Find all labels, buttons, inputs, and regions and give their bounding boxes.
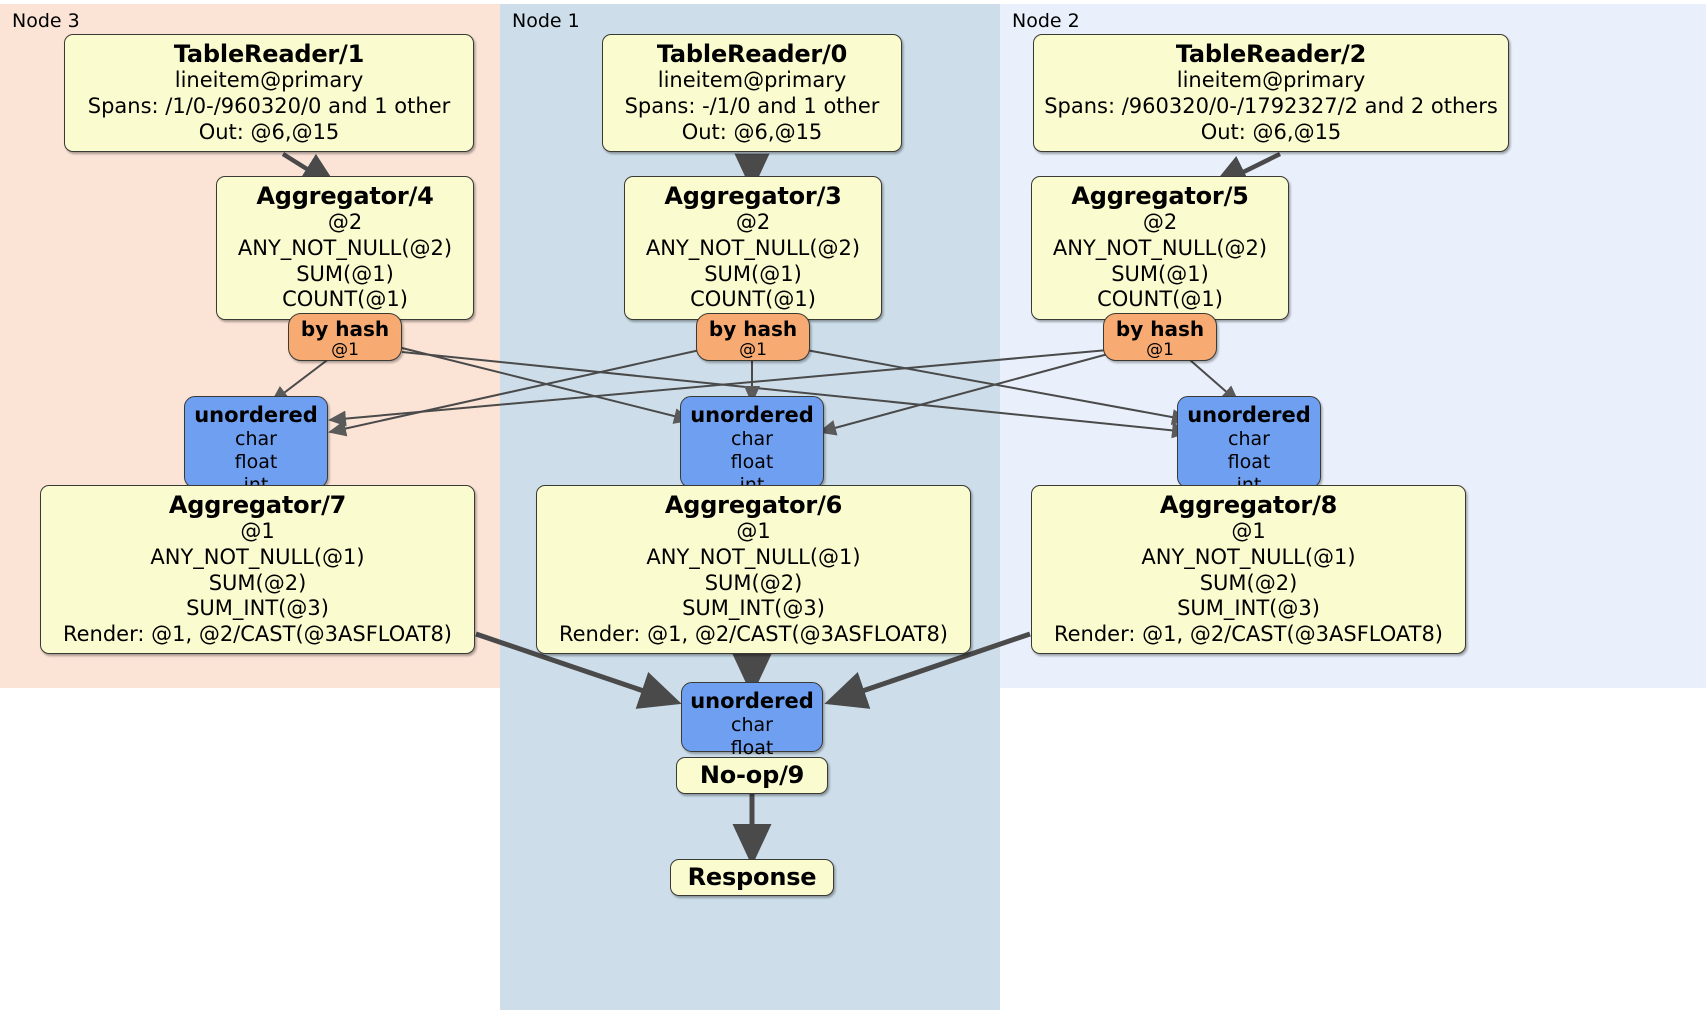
router-by-hash-3[interactable]: by hash @1 [696, 313, 810, 361]
synchronizer-unordered-8-type-1: char [1228, 427, 1270, 450]
node-aggregator-8[interactable]: Aggregator/8 @1 ANY_NOT_NULL(@1) SUM(@2)… [1031, 485, 1466, 655]
aggregator-4-group: @2 [327, 210, 363, 235]
aggregator-7-render: Render: @1, @2/CAST(@3ASFLOAT8) [62, 621, 453, 646]
node-aggregator-7[interactable]: Aggregator/7 @1 ANY_NOT_NULL(@1) SUM(@2)… [40, 485, 475, 655]
router-by-hash-5-type: by hash [1115, 317, 1205, 341]
synchronizer-unordered-final-type-1: char [731, 713, 773, 736]
aggregator-3-title: Aggregator/3 [664, 182, 842, 210]
synchronizer-unordered-7-type: unordered [194, 403, 318, 427]
node-noop-9[interactable]: No-op/9 [676, 757, 828, 795]
synchronizer-unordered-8-type: unordered [1187, 403, 1311, 427]
aggregator-3-func-2: SUM(@1) [704, 261, 802, 286]
synchronizer-unordered-6[interactable]: unordered char float int [680, 396, 824, 496]
router-by-hash-3-column: @1 [739, 340, 767, 360]
aggregator-5-func-2: SUM(@1) [1111, 261, 1209, 286]
aggregator-7-group: @1 [240, 519, 275, 544]
tablereader-1-title: TableReader/1 [173, 40, 365, 68]
router-by-hash-4[interactable]: by hash @1 [288, 313, 402, 361]
panel-node-3-label: Node 3 [12, 10, 80, 32]
synchronizer-unordered-final[interactable]: unordered char float [681, 682, 823, 759]
aggregator-7-func-2: SUM(@2) [208, 570, 307, 595]
aggregator-5-func-3: COUNT(@1) [1097, 287, 1223, 312]
tablereader-0-title: TableReader/0 [656, 40, 848, 68]
tablereader-0-table: lineitem@primary [657, 68, 847, 93]
node-aggregator-4[interactable]: Aggregator/4 @2 ANY_NOT_NULL(@2) SUM(@1)… [216, 176, 474, 320]
aggregator-6-func-1: ANY_NOT_NULL(@1) [646, 544, 861, 569]
synchronizer-unordered-final-type: unordered [690, 689, 814, 713]
synchronizer-unordered-8[interactable]: unordered char float int [1177, 396, 1321, 496]
tablereader-1-table: lineitem@primary [174, 68, 364, 93]
aggregator-4-func-3: COUNT(@1) [282, 287, 408, 312]
synchronizer-unordered-7-type-1: char [235, 427, 277, 450]
router-by-hash-4-column: @1 [331, 340, 359, 360]
panel-node-1-label: Node 1 [512, 10, 580, 32]
aggregator-8-render: Render: @1, @2/CAST(@3ASFLOAT8) [1053, 621, 1444, 646]
node-aggregator-3[interactable]: Aggregator/3 @2 ANY_NOT_NULL(@2) SUM(@1)… [624, 176, 882, 320]
tablereader-2-out: Out: @6,@15 [1200, 119, 1342, 144]
aggregator-6-render: Render: @1, @2/CAST(@3ASFLOAT8) [558, 621, 949, 646]
node-aggregator-5[interactable]: Aggregator/5 @2 ANY_NOT_NULL(@2) SUM(@1)… [1031, 176, 1289, 320]
tablereader-1-out: Out: @6,@15 [198, 119, 340, 144]
aggregator-6-title: Aggregator/6 [664, 491, 843, 519]
aggregator-4-title: Aggregator/4 [256, 182, 434, 210]
tablereader-2-spans: Spans: /960320/0-/1792327/2 and 2 others [1044, 93, 1498, 118]
aggregator-6-func-2: SUM(@2) [704, 570, 803, 595]
aggregator-4-func-1: ANY_NOT_NULL(@2) [237, 235, 453, 260]
tablereader-2-table: lineitem@primary [1176, 68, 1366, 93]
aggregator-8-func-1: ANY_NOT_NULL(@1) [1141, 544, 1356, 569]
response-title: Response [687, 863, 817, 891]
node-tablereader-1[interactable]: TableReader/1 lineitem@primary Spans: /1… [64, 34, 474, 153]
aggregator-3-func-1: ANY_NOT_NULL(@2) [645, 235, 861, 260]
router-by-hash-4-type: by hash [300, 317, 390, 341]
node-tablereader-0[interactable]: TableReader/0 lineitem@primary Spans: -/… [602, 34, 902, 153]
aggregator-8-func-3: SUM_INT(@3) [1177, 596, 1320, 621]
node-aggregator-6[interactable]: Aggregator/6 @1 ANY_NOT_NULL(@1) SUM(@2)… [536, 485, 971, 655]
aggregator-5-group: @2 [1142, 210, 1178, 235]
tablereader-0-spans: Spans: -/1/0 and 1 other [624, 93, 880, 118]
aggregator-6-func-3: SUM_INT(@3) [682, 596, 825, 621]
tablereader-1-spans: Spans: /1/0-/960320/0 and 1 other [87, 93, 451, 118]
aggregator-4-func-2: SUM(@1) [296, 261, 394, 286]
synchronizer-unordered-6-type: unordered [690, 403, 814, 427]
synchronizer-unordered-6-type-1: char [731, 427, 773, 450]
aggregator-7-title: Aggregator/7 [168, 491, 347, 519]
aggregator-3-group: @2 [735, 210, 771, 235]
synchronizer-unordered-6-type-2: float [730, 450, 774, 473]
aggregator-5-title: Aggregator/5 [1071, 182, 1249, 210]
noop-9-title: No-op/9 [699, 761, 805, 789]
panel-node-2-label: Node 2 [1012, 10, 1080, 32]
aggregator-7-func-1: ANY_NOT_NULL(@1) [150, 544, 365, 569]
aggregator-7-func-3: SUM_INT(@3) [186, 596, 329, 621]
aggregator-8-group: @1 [1231, 519, 1266, 544]
synchronizer-unordered-7[interactable]: unordered char float int [184, 396, 328, 496]
router-by-hash-3-type: by hash [708, 317, 798, 341]
synchronizer-unordered-7-type-2: float [234, 450, 278, 473]
synchronizer-unordered-8-type-2: float [1227, 450, 1271, 473]
aggregator-8-func-2: SUM(@2) [1199, 570, 1298, 595]
aggregator-3-func-3: COUNT(@1) [690, 287, 816, 312]
aggregator-5-func-1: ANY_NOT_NULL(@2) [1052, 235, 1268, 260]
aggregator-6-group: @1 [736, 519, 771, 544]
synchronizer-unordered-final-type-2: float [730, 736, 774, 759]
node-tablereader-2[interactable]: TableReader/2 lineitem@primary Spans: /9… [1033, 34, 1509, 153]
router-by-hash-5-column: @1 [1146, 340, 1174, 360]
router-by-hash-5[interactable]: by hash @1 [1103, 313, 1217, 361]
tablereader-2-title: TableReader/2 [1175, 40, 1367, 68]
aggregator-8-title: Aggregator/8 [1159, 491, 1338, 519]
node-response[interactable]: Response [670, 859, 834, 897]
tablereader-0-out: Out: @6,@15 [681, 119, 823, 144]
